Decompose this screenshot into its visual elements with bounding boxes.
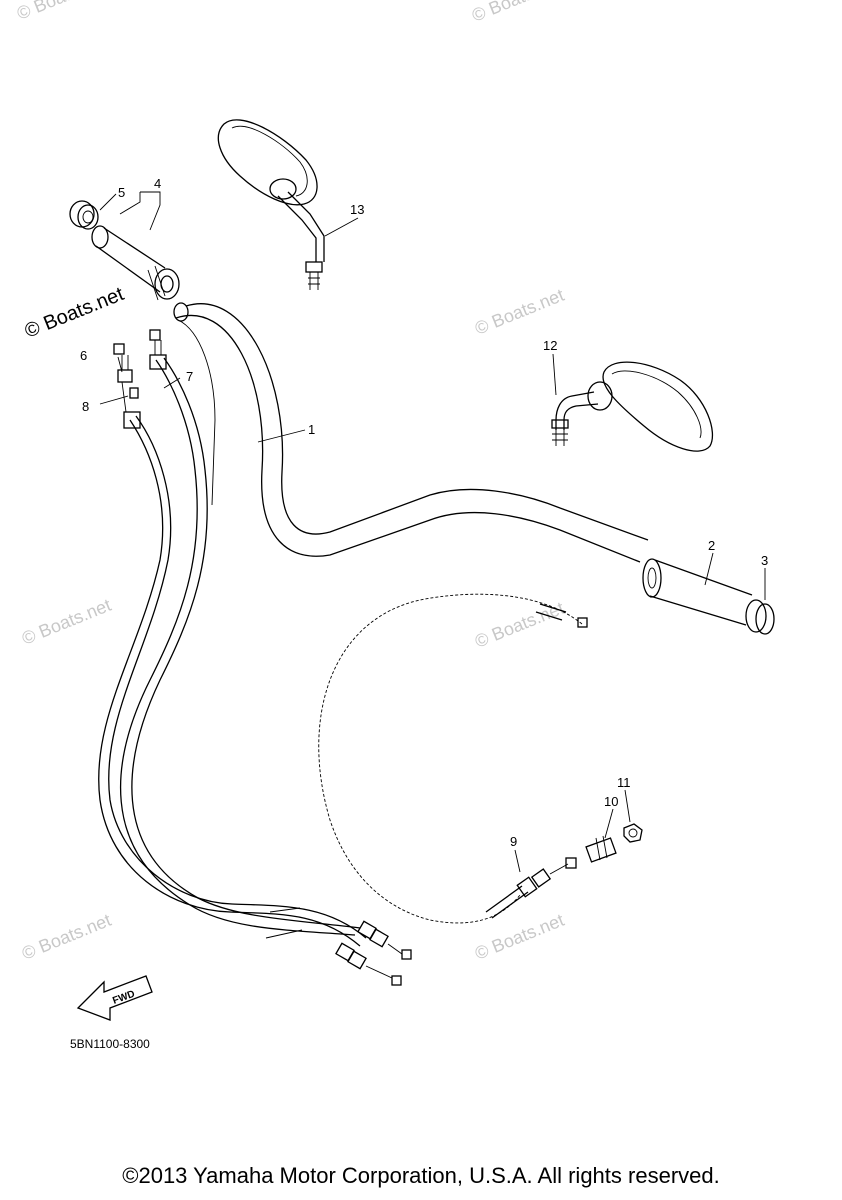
copyright-notice: ©2013 Yamaha Motor Corporation, U.S.A. A… (122, 1163, 720, 1188)
watermark-main: © Boats.net (22, 283, 128, 343)
cable-ends (265, 907, 412, 986)
watermark: © Boats.net (469, 0, 564, 26)
watermark: © Boats.net (472, 598, 567, 652)
right-grip (642, 558, 753, 626)
choke-cable (318, 593, 588, 924)
callout-4: 4 (154, 176, 161, 191)
callout-9: 9 (510, 834, 517, 849)
callout-2: 2 (708, 538, 715, 553)
left-grip (91, 225, 180, 301)
watermark: © Boats.net (472, 910, 567, 964)
handlebar (173, 302, 649, 563)
nut-11 (623, 823, 643, 843)
callout-11: 11 (617, 775, 631, 790)
callouts: 1 2 3 4 5 6 7 8 9 10 11 12 13 (80, 176, 768, 849)
callout-6: 6 (80, 348, 87, 363)
callout-10: 10 (604, 794, 618, 809)
right-mirror (551, 361, 714, 452)
grip-end-5 (69, 200, 99, 230)
callout-13: 13 (350, 202, 364, 217)
callout-7: 7 (186, 369, 193, 384)
watermark: © Boats.net (19, 595, 114, 649)
clutch-cable (120, 329, 361, 936)
grip-end-3 (745, 599, 775, 635)
adjuster-10 (585, 835, 617, 863)
watermark: © Boats.net (19, 910, 114, 964)
fwd-arrow: FWD (76, 975, 153, 1021)
callout-1: 1 (308, 422, 315, 437)
throttle-cable (98, 343, 367, 947)
left-mirror (217, 119, 325, 290)
fwd-label: FWD (111, 989, 136, 1007)
callout-5: 5 (118, 185, 125, 200)
diagram-code: 5BN1100-8300 (70, 1037, 150, 1051)
callout-8: 8 (82, 399, 89, 414)
watermark: © Boats.net (14, 0, 109, 24)
callout-3: 3 (761, 553, 768, 568)
callout-12: 12 (543, 338, 557, 353)
watermark: © Boats.net (472, 285, 567, 339)
leader-lines (99, 191, 766, 873)
